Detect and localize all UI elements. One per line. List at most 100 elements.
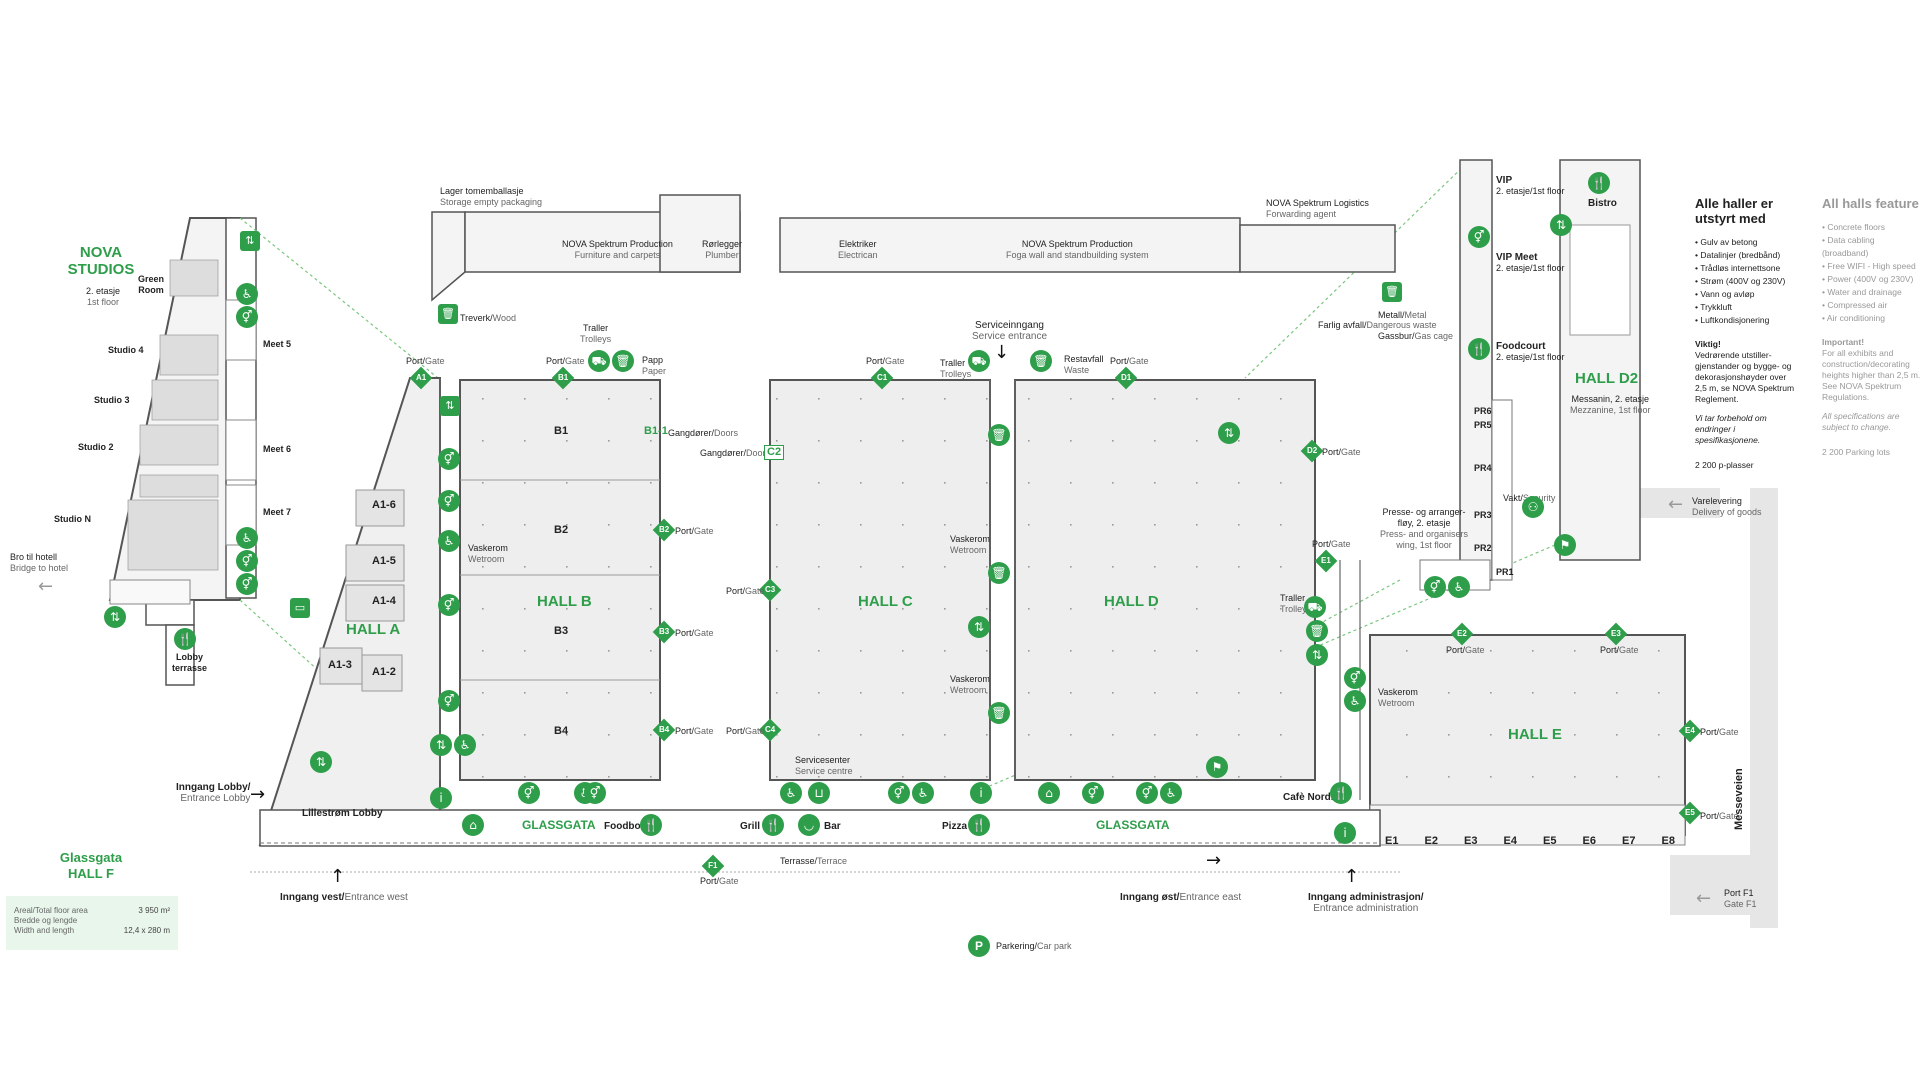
meet5-label: Meet 5 [263,339,292,349]
gate-label-e3: Port/Gate [1600,645,1639,655]
restaurant-icon: 🍴 [968,814,990,836]
waste-bin-icon: 🗑 [988,424,1010,446]
parking-icon: P [968,935,990,957]
arrow-left-icon: ← [1696,888,1712,909]
feature-item: Luftkondisjonering [1695,314,1795,327]
wheelchair-icon: ♿ [1448,576,1470,598]
hall-e-label: HALL E [1508,726,1562,743]
hall-d-label: HALL D [1104,593,1159,610]
feature-item: Strøm (400V og 230V) [1695,275,1795,288]
unit-a1-4: A1-4 [372,595,396,607]
wheelchair-icon: ♿ [1160,782,1182,804]
features-panel-en: All halls feature Concrete floors Data c… [1822,196,1920,458]
important-title-no: Viktig! [1695,339,1721,349]
gate-label-d2: Port/Gate [1322,447,1361,457]
toilet-icon: ⚥ [438,594,460,616]
wheelchair-icon: ♿ [1344,690,1366,712]
unit-e6: E6 [1582,835,1596,847]
waste-bin-icon: 🗑 [1030,350,1052,372]
gate-label-a1: Port/Gate [406,356,445,366]
restaurant-icon: 🍴 [762,814,784,836]
unit-e8: E8 [1661,835,1675,847]
toilet-icon: ⚥ [438,690,460,712]
meet7-label: Meet 7 [263,507,292,517]
restaurant-icon: 🍴 [174,628,196,650]
unit-a1-5: A1-5 [372,555,396,567]
gate-label-f1: Port/Gate [700,876,739,886]
waste-bin-icon: 🗑 [988,562,1010,584]
cafe-nordic-label: Cafè Nordic [1283,792,1340,803]
unit-e7: E7 [1622,835,1636,847]
glassgata-label-2: GLASSGATA [1096,818,1170,832]
elevator-icon: ⇅ [104,606,126,628]
waste-bin-icon: 🗑 [612,350,634,372]
trolley-icon: ⛟ [588,350,610,372]
toilet-icon: ⚥ [236,550,258,572]
restaurant-icon: 🍴 [1468,338,1490,360]
cloakroom-icon: ⌂ [1038,782,1060,804]
restaurant-icon: 🍴 [640,814,662,836]
gate-label-b4: Port/Gate [675,726,714,736]
lillestrom-lobby-label: Lillestrøm Lobby [302,808,383,819]
gangdorer-c: Gangdører/Doors [700,448,771,458]
unit-e4: E4 [1503,835,1517,847]
feature-item: Compressed air [1822,299,1920,312]
gate-label-b1: Port/Gate [546,356,585,366]
unit-b2: B2 [554,524,569,536]
reserve-text-no: Vi tar forbehold om endringer i spesifik… [1695,413,1767,445]
entrance-admin-label: Inngang administrasjon/Entrance administ… [1308,892,1424,914]
feature-item: Trykkluft [1695,301,1795,314]
hall-f-dims-value: 12,4 x 280 m [123,926,170,935]
features-title-en: All halls feature [1822,196,1919,211]
entrance-west-label: Inngang vest/Entrance west [280,892,408,903]
toilet-icon: ⚥ [236,306,258,328]
info-icon: i [430,787,452,809]
parking-label: Parkering/Car park [996,941,1072,951]
messeveien-label: Messeveien [1733,768,1745,830]
hall-f-dims-label-1: Bredde og lengde [14,916,78,925]
farlig-label: Farlig avfall/Dangerous waste [1318,320,1437,330]
toilet-icon: ⚥ [1344,667,1366,689]
unit-b3: B3 [554,625,569,637]
parking-count-no: 2 200 p-plasser [1695,460,1754,470]
feature-item: Power (400V og 230V) [1822,273,1920,286]
toilet-icon: ⚥ [1082,782,1104,804]
elevator-icon: ⇅ [430,734,452,756]
glassgata-label-1: GLASSGATA [522,818,596,832]
wheelchair-icon: ♿ [236,283,258,305]
wheelchair-icon: ♿ [780,782,802,804]
gangdorer-b: Gangdører/Doors [668,428,739,438]
studio2-label: Studio 2 [78,442,114,452]
grill-label: Grill [740,821,761,832]
feature-item: Datalinjer (bredbånd) [1695,249,1795,262]
hall-b-label: HALL B [537,593,592,610]
important-title-en: Important! [1822,337,1865,347]
unit-b1: B1 [554,425,569,437]
studion-label: Studio N [54,514,91,524]
meet6-label: Meet 6 [263,444,292,454]
hall-d2-label: HALL D2 [1575,370,1639,387]
arrow-up-icon: ↑ [330,866,346,887]
gassbur-label: Gassbur/Gas cage [1378,331,1454,341]
unit-b1-1: B1-1 [644,425,668,437]
hall-e-units: E1 E2 E3 E4 E5 E6 E7 E8 [1372,836,1688,847]
cloakroom-icon: ⌂ [462,814,484,836]
unit-e2: E2 [1424,835,1438,847]
